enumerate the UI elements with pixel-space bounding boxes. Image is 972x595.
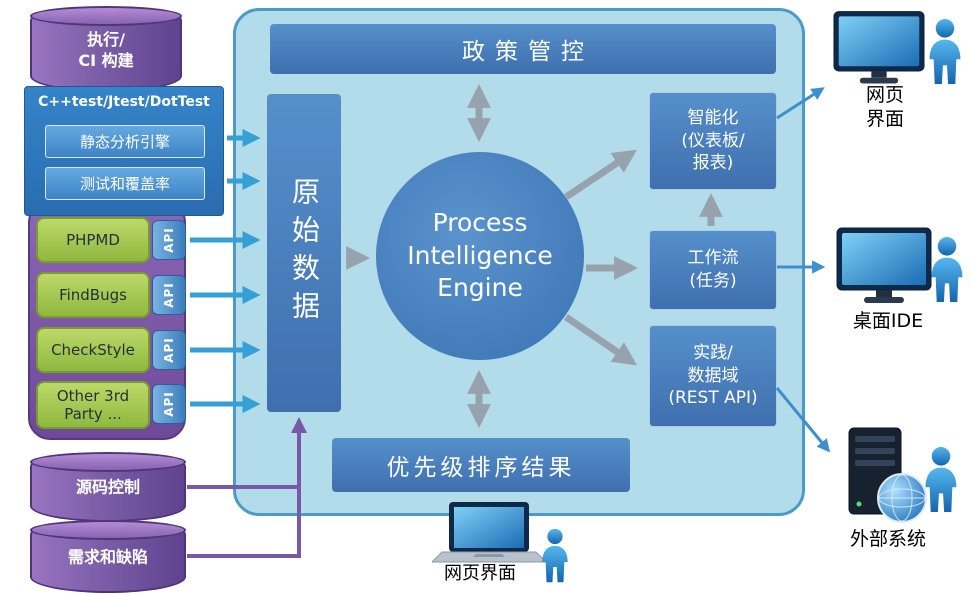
external-system-label: 外部系统 <box>849 528 926 550</box>
test-coverage-box: 测试和覆盖率 <box>45 167 205 200</box>
requirements-defects-cylinder: 需求和缺陷 <box>30 520 186 593</box>
api-tab-2: API <box>152 275 186 315</box>
intelligence-dashboards-box: 智能化 (仪表板/ 报表) <box>649 92 777 190</box>
test-suite-title: C++test/Jtest/DotTest <box>38 94 210 110</box>
practices-rest-api-box: 实践/ 数据域 (REST API) <box>649 325 777 427</box>
api-label: API <box>161 282 176 308</box>
web-interface-laptop-icon <box>430 502 548 564</box>
tool-phpmd: PHPMD <box>36 217 150 263</box>
cylinder-lid <box>30 520 186 540</box>
api-label: API <box>161 391 176 417</box>
desktop-ide-label: 桌面IDE <box>852 310 924 332</box>
web-interface-monitor-icon <box>833 10 925 86</box>
api-tab-4: API <box>152 384 186 424</box>
static-analysis-engine-box: 静态分析引擎 <box>45 125 205 158</box>
tool-findbugs: FindBugs <box>36 272 150 318</box>
workflow-tasks-box: 工作流 (任务) <box>649 230 777 310</box>
tool-checkstyle: CheckStyle <box>36 327 150 373</box>
api-tab-3: API <box>152 330 186 370</box>
api-label: API <box>161 227 176 253</box>
web-interface-bottom-label: 网页界面 <box>444 563 516 584</box>
ci-build-cylinder: 执行/ CI 构建 <box>30 6 182 92</box>
tool-other-3rd-party: Other 3rd Party ... <box>36 381 150 429</box>
external-user-person-icon <box>920 446 962 518</box>
cylinder-lid <box>30 6 182 26</box>
web-bottom-person-icon <box>538 528 572 588</box>
policy-control-bar: 政策管控 <box>270 24 776 74</box>
raw-data-box: 原始数据 <box>267 94 341 412</box>
raw-data-label: 原始数据 <box>288 177 321 329</box>
desktop-ide-monitor-icon <box>836 226 932 306</box>
api-label: API <box>161 337 176 363</box>
test-suite-panel: C++test/Jtest/DotTest 静态分析引擎 测试和覆盖率 <box>24 86 224 216</box>
web-interface-top-label: 网页 界面 <box>865 84 904 130</box>
prioritized-results-bar: 优先级排序结果 <box>332 438 630 492</box>
requirements-defects-label: 需求和缺陷 <box>67 547 148 567</box>
process-intelligence-engine-circle: Process Intelligence Engine <box>376 152 584 360</box>
ci-build-label: 执行/ CI 构建 <box>78 29 134 70</box>
api-tab-1: API <box>152 220 186 260</box>
source-control-cylinder: 源码控制 <box>30 452 186 522</box>
cylinder-body <box>30 15 182 92</box>
cylinder-lid <box>30 452 186 472</box>
ide-user-person-icon <box>926 236 968 308</box>
source-control-label: 源码控制 <box>75 477 140 497</box>
external-system-server-icon <box>846 426 928 524</box>
web-user-person-icon <box>924 18 966 90</box>
